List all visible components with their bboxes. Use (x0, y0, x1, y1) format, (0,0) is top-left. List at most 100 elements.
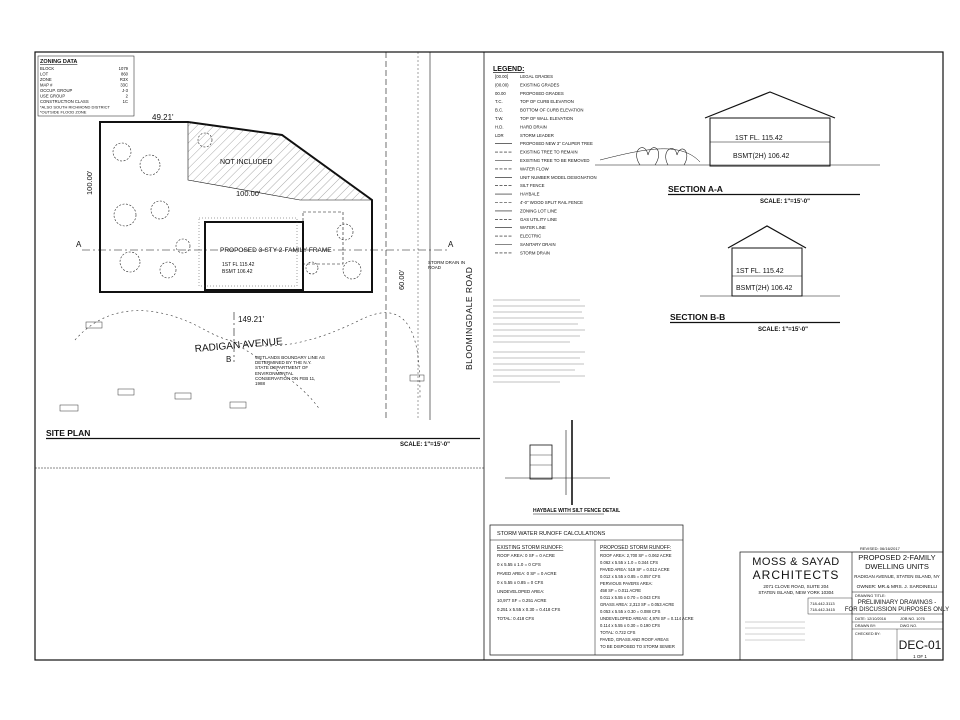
not-included-area (187, 121, 373, 201)
storm-proposed-line: 0.062 x 5.55 x 1.0 = 0.344 CFS (600, 560, 658, 565)
silt-fence-detail: HAYBALE WITH SILT FENCE DETAIL (505, 420, 620, 515)
firm-name-1: MOSS & SAYAD (752, 556, 840, 568)
job-label: JOB NO. 1076 (900, 617, 925, 621)
wetland-note-box: WETLANDS BOUNDARY LINE AS DETERMINED BY … (255, 355, 325, 387)
storm-proposed-lines: ROOF AREA: 2,700 SF = 0.062 ACRE 0.062 x … (600, 553, 694, 649)
legend-label: SILT FENCE (520, 183, 545, 188)
trees-elevation (636, 147, 688, 166)
drawing-title-1: PRELIMINARY DRAWINGS - (858, 600, 937, 606)
firm-address-2: STATEN ISLAND, NEW YORK 10304 (758, 590, 834, 595)
storm-heading: STORM WATER RUNOFF CALCULATIONS (497, 531, 606, 537)
project-title-2: DWELLING UNITS (865, 562, 929, 571)
drawn-label: DRAWN BY: (855, 624, 876, 628)
section-b-fl1: 1ST FL. 115.42 (736, 268, 784, 275)
title-block: REVISED: 06/16/2017 MOSS & SAYAD ARCHITE… (739, 546, 949, 661)
storm-proposed-line: PAVED, GRASS AND ROOF AREAS (600, 637, 669, 642)
storm-existing-line: 10,977 SF = 0.251 ACRE (497, 598, 546, 603)
section-a: 1ST FL. 115.42 BSMT(2H) 106.42 SECTION A… (595, 91, 880, 205)
legend-label: BOTTOM OF CURB ELEVATION (520, 108, 584, 113)
building-fl2: BSMT 106.42 (222, 269, 253, 275)
wetland-note: WETLANDS BOUNDARY LINE AS DETERMINED BY … (255, 355, 325, 387)
legend-heading: LEGEND: (493, 66, 525, 73)
storm-proposed-line: PERVIOUS PAVERS AREA: (600, 581, 653, 586)
project-owner: OWNER: MR.& MRS. J. SARDINELLI (857, 584, 938, 590)
section-a-fl1: 1ST FL. 115.42 (735, 135, 783, 142)
wetlands-boundary (74, 310, 421, 401)
legend-label: STORM LEADER (520, 133, 554, 138)
legend-label: TOP OF CURB ELEVATION (520, 99, 574, 104)
storm-proposed-line: TOTAL: 0.722 CFS (600, 630, 636, 635)
zoning-note: *ALSO SOUTH RICHMOND DISTRICT (40, 105, 111, 110)
legend-label: ELECTRIC (520, 234, 541, 239)
legend-label: HAYBALE (520, 192, 540, 197)
zoning-row-label: USE GROUP (40, 94, 65, 99)
storm-existing-title: EXISTING STORM RUNOFF: (497, 545, 563, 551)
sheet-border (34, 51, 944, 661)
zoning-row-label: BLOCK (40, 66, 54, 71)
legend-label: UNIT NUMBER MODEL DESIGNATION (520, 175, 597, 180)
zoning-row-value: J-3 (122, 88, 128, 93)
section-b: 1ST FL. 115.42 BSMT(2H) 106.42 SECTION B… (670, 225, 840, 333)
legend-label: LEGAL GRADES (520, 74, 553, 79)
section-mark-b: B (226, 355, 231, 364)
sheet-number: DEC-01 (899, 638, 942, 652)
drawing-title-label: DRAWING TITLE: (855, 594, 886, 598)
storm-existing-line: TOTAL: 0.418 CFS (497, 616, 534, 621)
drawing-title-2: FOR DISCUSSION PURPOSES ONLY (845, 607, 949, 613)
zoning-row-label: MAP # (40, 83, 53, 88)
storm-proposed-line: 0.012 x 5.55 x 0.85 = 0.057 CFS (600, 574, 661, 579)
driveway (302, 211, 344, 265)
zoning-row-value: 1C (123, 99, 128, 104)
section-b-title: SECTION B-B (670, 312, 725, 322)
storm-proposed-line: GRASS AREA: 2,313 SF = 0.053 ACRE (600, 602, 674, 607)
site-plan-scale: SCALE: 1"=15'-0" (400, 442, 450, 448)
legend-symbol: (00.00) (495, 82, 509, 87)
storm-proposed-line: UNDEVELOPED AREAS: 4,978 SF = 0.114 ACRE (600, 616, 694, 621)
zoning-row-value: R3X (120, 77, 128, 82)
legend-symbol: H.D. (495, 124, 504, 129)
zoning-row-value: 1079 (119, 66, 129, 71)
legend: LEGEND: [00.00]LEGAL GRADES(00.00)EXISTI… (493, 66, 597, 255)
silt-fence-title: HAYBALE WITH SILT FENCE DETAIL (533, 508, 620, 514)
storm-existing-line: ROOF AREA: 0 SF = 0 ACRE (497, 553, 555, 558)
zoning-row-label: OCCUP. GROUP (40, 88, 72, 93)
section-b-scale: SCALE: 1"=15'-0" (758, 327, 808, 333)
legend-label: PROPOSED GRADES (520, 91, 564, 96)
dim-bottom: 149.21' (238, 315, 264, 324)
storm-proposed-line: ROOF AREA: 2,700 SF = 0.062 ACRE (600, 553, 672, 558)
existing-trees (112, 132, 362, 280)
legend-label: ZONING LOT LINE (520, 208, 557, 213)
section-mark-a-left: A (76, 240, 82, 249)
drain-note: STORM DRAIN IN ROAD (428, 260, 466, 271)
legend-label: EXISTING GRADES (520, 82, 560, 87)
date-label: DATE: 12/10/2016 (855, 617, 886, 621)
storm-proposed-line: 0.114 x 5.55 x 0.30 = 0.190 CFS (600, 623, 660, 628)
legend-label: WATER LINE (520, 225, 546, 230)
legend-label: STORM DRAIN (520, 250, 550, 255)
zoning-row-value: 2 (126, 94, 129, 99)
legend-label: 4'-0" WOOD SPLIT RAIL FENCE (520, 200, 583, 205)
legend-symbol: B.C. (495, 108, 503, 113)
legend-label: GAS UTILITY LINE (520, 217, 557, 222)
zoning-row-value: 860 (121, 72, 129, 77)
legend-label: PROPOSED NEW 3" CALIPER TREE (520, 141, 593, 146)
legend-label: WATER FLOW (520, 166, 550, 171)
proposed-building (204, 221, 304, 291)
zoning-row-value: 33C (120, 83, 128, 88)
section-a-scale: SCALE: 1"=15'-0" (760, 199, 810, 205)
revised-note: REVISED: 06/16/2017 (860, 546, 901, 551)
section-a-title: SECTION A-A (668, 184, 723, 194)
zoning-row-label: LOT (40, 72, 49, 77)
project-location: RADIGAN AVENUE, STATEN ISLAND, NY (854, 574, 940, 579)
legend-label: EXISTING TREE TO REMAIN (520, 150, 578, 155)
firm-name-2: ARCHITECTS (753, 568, 840, 582)
storm-proposed-line: TO BE DISPOSED TO STORM SEWER (600, 644, 675, 649)
sheet-of: 1 OF 1 (913, 654, 927, 659)
street-bloomingdale: BLOOMINGDALE ROAD (464, 267, 474, 370)
zoning-row-label: ZONE (40, 77, 52, 82)
legend-symbol: T.C. (495, 99, 503, 104)
legend-symbol: T.W. (495, 116, 503, 121)
site-plan: NOT INCLUDED 49.21' 100.00' 149.21' 100.… (46, 52, 480, 448)
zoning-heading: ZONING DATA (40, 59, 77, 65)
